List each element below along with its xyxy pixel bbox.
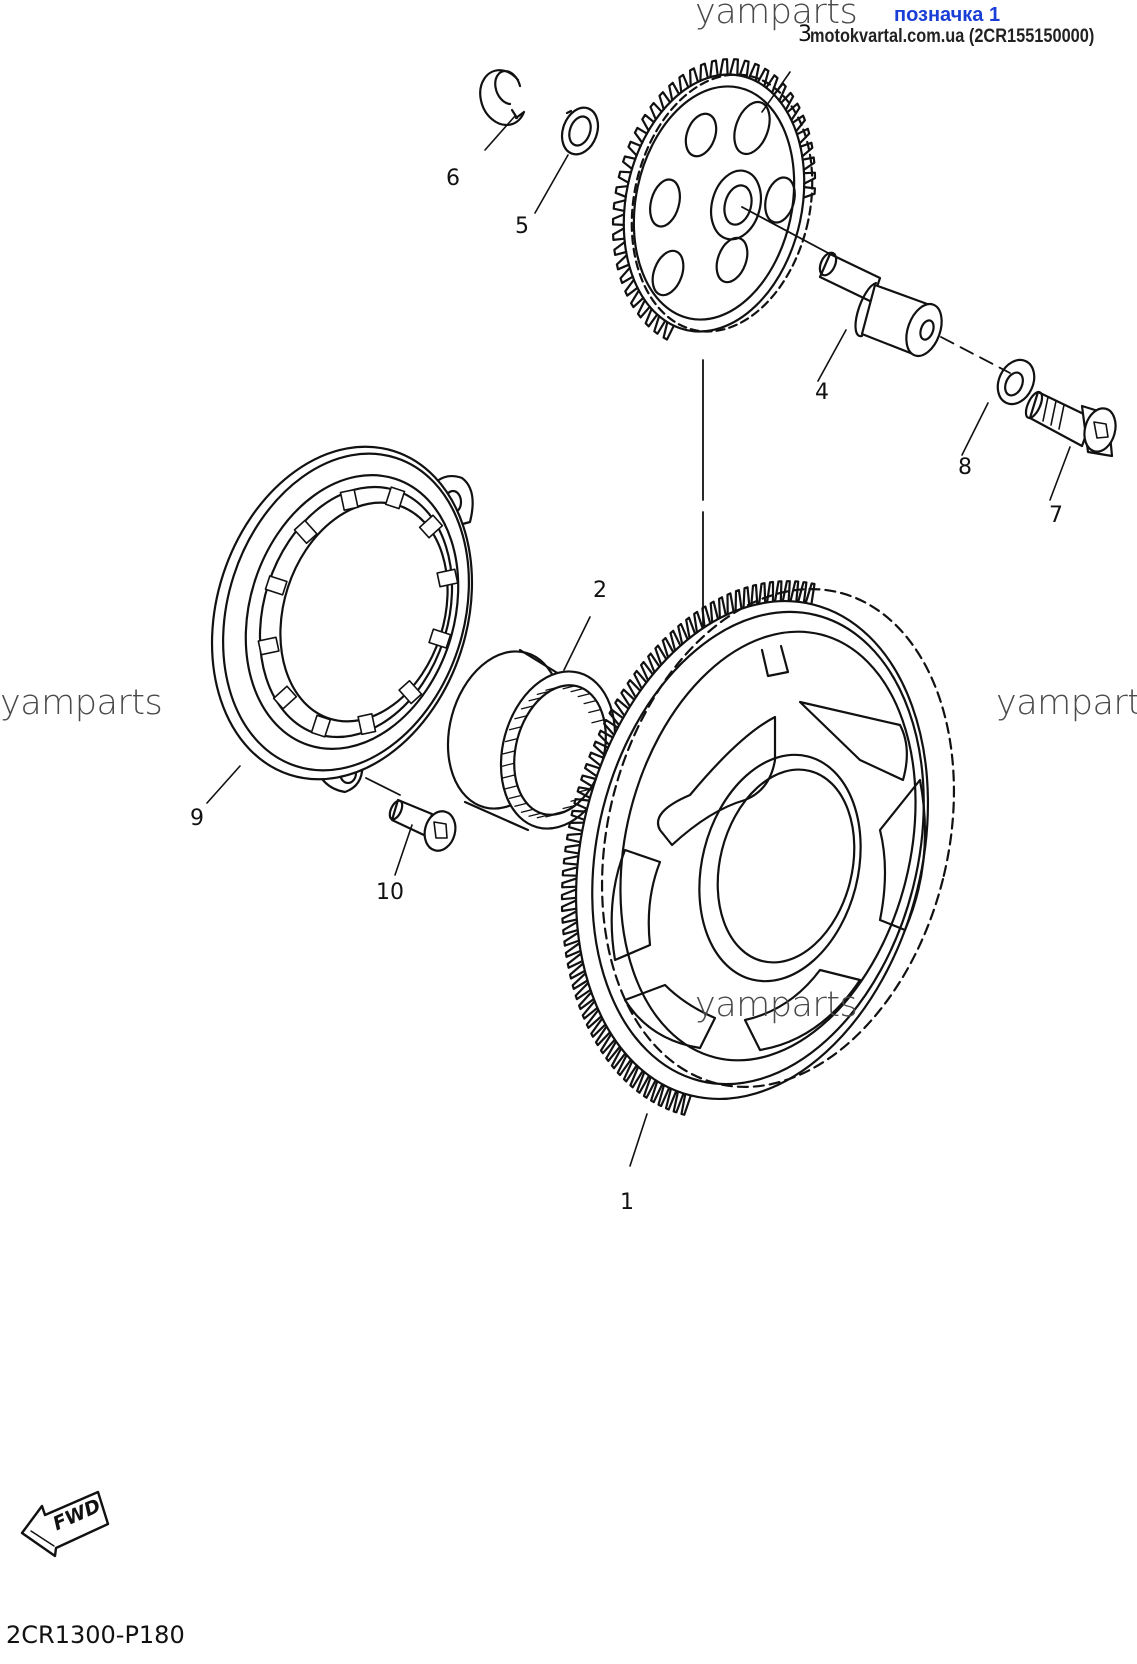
bearing-needle <box>545 813 559 818</box>
watermark-top: yamparts <box>695 0 858 32</box>
bearing-needle <box>577 692 591 698</box>
bearing-needle <box>528 697 542 702</box>
callout-1: 1 <box>620 1190 634 1215</box>
header-source-line: motokvartal.com.ua (2CR155150000) <box>810 26 1095 47</box>
bearing-needle <box>562 804 576 810</box>
clutch-roller <box>384 486 406 510</box>
clutch-roller <box>418 514 444 539</box>
watermark-center: yamparts <box>695 985 858 1025</box>
callout-3: 3 <box>798 22 812 47</box>
bearing-needle <box>501 762 515 767</box>
callout-5: 5 <box>515 214 529 239</box>
washer-part <box>560 106 600 156</box>
clutch-roller <box>398 679 423 705</box>
callout-9: 9 <box>190 806 204 831</box>
watermark-right: yampart <box>996 683 1137 723</box>
clutch-roller <box>310 714 332 738</box>
bearing-needle <box>502 774 516 779</box>
bearing-needle <box>502 750 516 755</box>
callout-7: 7 <box>1049 503 1063 528</box>
bearing-needle <box>508 726 523 731</box>
bearing-needle <box>514 715 528 720</box>
bearing-needle <box>508 794 523 800</box>
shaft-part <box>818 251 943 358</box>
bearing-needle <box>528 812 542 817</box>
bearing-needle <box>536 690 550 696</box>
bearing-needle <box>514 802 528 807</box>
gear-teeth <box>611 58 817 341</box>
diagram-code: 2CR1300-P180 <box>6 1621 185 1649</box>
bearing-needle <box>553 810 568 815</box>
bearing-needle <box>520 808 535 813</box>
clutch-roller <box>293 519 318 545</box>
bearing-needle <box>588 708 602 714</box>
clutch-roller <box>264 575 288 596</box>
bearing-needle <box>562 685 576 690</box>
watermark-left: yamparts <box>0 683 163 723</box>
clutch-roller <box>257 636 280 656</box>
gear-teeth <box>560 580 816 1116</box>
header-label: позначка 1 <box>894 4 1001 26</box>
washer-small-part <box>996 358 1036 406</box>
bearing-needle <box>583 699 597 705</box>
clutch-housing-part <box>210 445 474 794</box>
callout-10: 10 <box>376 880 404 905</box>
bolt-part <box>1024 390 1117 458</box>
bearing-needle <box>504 785 519 790</box>
bearing-needle <box>554 684 568 690</box>
bearing-needle <box>504 737 519 743</box>
clutch-roller <box>339 488 359 511</box>
clutch-roller <box>272 685 298 710</box>
callout-leader-lines <box>206 71 1071 1167</box>
fwd-arrow-icon <box>20 1490 110 1558</box>
clutch-roller <box>357 713 377 736</box>
clutch-roller <box>436 568 459 588</box>
bearing-needle <box>591 719 605 724</box>
callout-8: 8 <box>958 455 972 480</box>
bearing-needle <box>536 814 550 819</box>
bearing-needle <box>570 687 584 693</box>
callout-2: 2 <box>593 578 607 603</box>
bearing-needle <box>520 705 535 710</box>
screw-part <box>365 777 457 852</box>
clutch-roller <box>428 628 452 649</box>
circlip-part <box>479 69 526 126</box>
idler-gear-part <box>611 58 817 341</box>
starter-wheel-gear-part <box>560 580 956 1116</box>
callout-4: 4 <box>815 380 829 405</box>
callout-6: 6 <box>446 166 460 191</box>
